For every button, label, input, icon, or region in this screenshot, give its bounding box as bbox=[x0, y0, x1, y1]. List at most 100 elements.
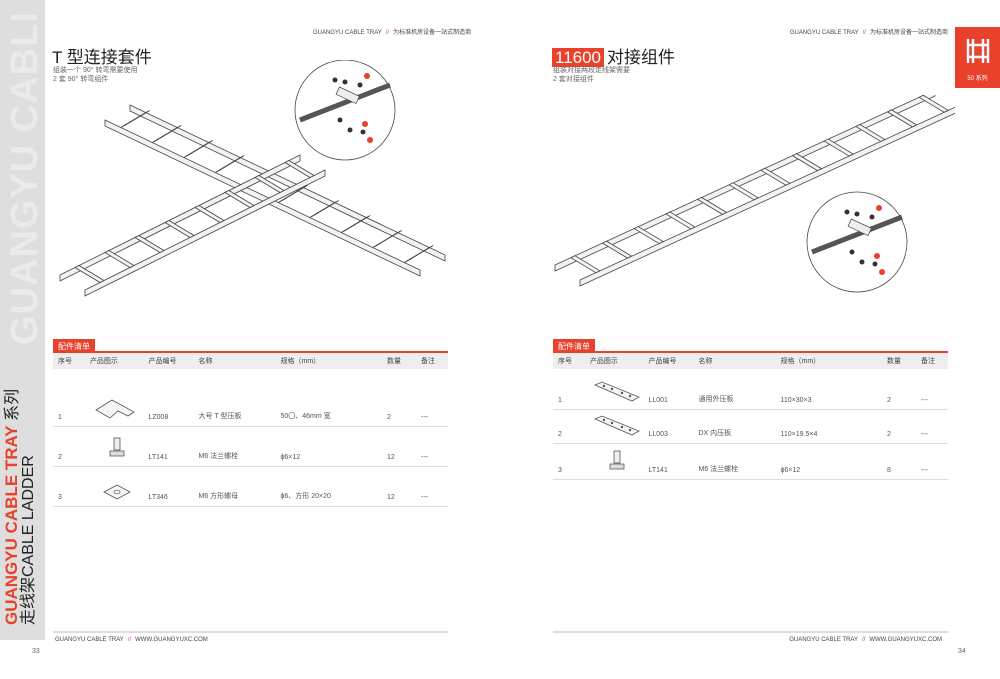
part-qty: 8 bbox=[881, 443, 917, 480]
part-code: LT141 bbox=[143, 426, 194, 467]
column-header: 备注 bbox=[916, 353, 948, 369]
ladder-rung bbox=[278, 185, 308, 203]
ladder-rail bbox=[554, 95, 936, 272]
page-number-right: 34 bbox=[958, 648, 966, 655]
part-name: 通用外压板 bbox=[693, 369, 776, 410]
ladder-rung bbox=[194, 205, 225, 223]
cable-ladder bbox=[59, 154, 326, 297]
part-spec: ϕ6、方形 20×20 bbox=[275, 466, 382, 507]
detail-magnifier bbox=[806, 191, 908, 293]
table-row: 2 LT141 M6 法兰螺栓 ϕ6×12 12 --- bbox=[53, 426, 448, 467]
bolt-icon bbox=[360, 129, 366, 135]
detail-magnifier bbox=[294, 60, 396, 161]
bolt-icon bbox=[357, 82, 363, 88]
part-spec: 110×30×3 bbox=[775, 369, 882, 410]
bar-icon bbox=[592, 381, 642, 407]
callout-marker bbox=[367, 137, 373, 143]
part-spec: 50〇、46mm 宽 bbox=[275, 369, 382, 427]
table-row: 3 LT141 M6 法兰螺栓 ϕ6×12 8 --- bbox=[553, 443, 948, 480]
table-header: 序号产品图示产品编号名称规格（mm）数量备注 bbox=[53, 353, 448, 369]
ladder-logo-icon bbox=[966, 39, 989, 63]
callout-marker bbox=[876, 205, 882, 211]
series-name: GUANGYU CABLE TRAY bbox=[2, 425, 21, 625]
ladder-rung bbox=[570, 255, 601, 274]
nut-icon bbox=[102, 484, 132, 504]
sidebar-watermark: GUANGYU CABLE TRAY bbox=[5, 15, 45, 345]
bar-icon bbox=[592, 415, 642, 441]
part-code: LT141 bbox=[643, 443, 694, 480]
column-header: 备注 bbox=[416, 353, 448, 369]
part-image bbox=[84, 426, 144, 467]
part-image bbox=[84, 369, 144, 427]
divider bbox=[53, 351, 448, 353]
left-parts-table: 序号产品图示产品编号名称规格（mm）数量备注 1 LZ008 大号 T 型压板 … bbox=[53, 353, 448, 507]
tplate-icon bbox=[92, 399, 142, 424]
column-header: 规格（mm） bbox=[275, 353, 382, 369]
series-badge: 50 系列 bbox=[955, 27, 1000, 88]
ladder-rung bbox=[224, 190, 255, 208]
part-qty: 12 bbox=[381, 466, 417, 507]
left-page-title: T 型连接套件 bbox=[52, 48, 152, 67]
bolt-icon bbox=[607, 450, 627, 477]
website: WWW.GUANGYUXC.COM bbox=[869, 637, 942, 643]
part-qty: 2 bbox=[381, 369, 417, 427]
ladder-rail bbox=[579, 106, 955, 287]
part-code: LL003 bbox=[643, 409, 694, 444]
ladder-rung bbox=[633, 226, 664, 244]
part-code: LL001 bbox=[643, 369, 694, 410]
series-suffix: 系列 bbox=[4, 388, 21, 421]
part-qty: 2 bbox=[881, 369, 917, 410]
part-code: LZ008 bbox=[143, 369, 194, 427]
callout-marker bbox=[879, 269, 885, 275]
part-note: --- bbox=[916, 369, 948, 410]
part-name: M6 方形螺母 bbox=[193, 466, 276, 507]
ladder-rung bbox=[918, 95, 949, 113]
detail-rail bbox=[299, 82, 391, 123]
ladder-rung bbox=[341, 215, 371, 233]
right-description: 组装对接两段走线架需要 2 套对接组件 bbox=[553, 66, 630, 84]
connector-plate bbox=[335, 86, 360, 105]
bolt-icon bbox=[872, 261, 878, 267]
bolt-icon bbox=[332, 77, 338, 83]
bolt-icon bbox=[854, 211, 860, 217]
part-name: DX 内压板 bbox=[693, 409, 776, 444]
ladder-label: 走线架CABLE LADDER bbox=[20, 455, 37, 625]
butt-joint-illustration bbox=[554, 95, 955, 293]
ladder-rail bbox=[104, 119, 421, 277]
ladder-rung bbox=[665, 211, 696, 230]
desc-line: 2 套对接组件 bbox=[553, 76, 594, 83]
row-no: 1 bbox=[53, 369, 85, 427]
column-header: 数量 bbox=[381, 353, 417, 369]
bolt-icon bbox=[869, 214, 875, 220]
desc-line: 组装对接两段走线架需要 bbox=[553, 67, 630, 74]
footer-line bbox=[53, 631, 448, 633]
ladder-rung bbox=[120, 110, 150, 128]
callout-marker bbox=[874, 253, 880, 259]
ladder-rung bbox=[823, 138, 854, 157]
cable-ladder bbox=[104, 104, 446, 277]
left-footer: GUANGYU CABLE TRAY//WWW.GUANGYUXC.COM bbox=[55, 637, 208, 643]
bolt-icon bbox=[337, 117, 343, 123]
table-row: 1 LL001 通用外压板 110×30×3 2 --- bbox=[553, 369, 948, 410]
ladder-rung bbox=[791, 153, 823, 172]
bolt-icon bbox=[859, 259, 865, 265]
ladder-rung bbox=[404, 245, 434, 263]
bolt-icon bbox=[342, 79, 348, 85]
cable-ladder bbox=[554, 95, 955, 287]
desc-line: 组装一个 90° 转弯需要使用 bbox=[53, 67, 138, 74]
right-parts-table: 序号产品图示产品编号名称规格（mm）数量备注 1 LL001 通用外压板 110… bbox=[553, 353, 948, 480]
desc-line: 2 套 90° 转弯组件 bbox=[53, 76, 109, 83]
ladder-rung bbox=[696, 196, 728, 215]
row-no: 3 bbox=[553, 443, 585, 480]
brand: GUANGYU CABLE TRAY bbox=[55, 637, 124, 643]
row-no: 2 bbox=[553, 409, 585, 444]
part-spec: ϕ6×12 bbox=[275, 426, 382, 467]
callout-marker bbox=[362, 121, 368, 127]
right-parts-tab: 配件清单 bbox=[553, 339, 595, 352]
series-badge-label: 50 系列 bbox=[967, 76, 988, 82]
separator-icon: // bbox=[862, 30, 866, 36]
column-header: 名称 bbox=[693, 353, 776, 369]
ladder-rung bbox=[152, 125, 182, 143]
part-qty: 12 bbox=[381, 426, 417, 467]
